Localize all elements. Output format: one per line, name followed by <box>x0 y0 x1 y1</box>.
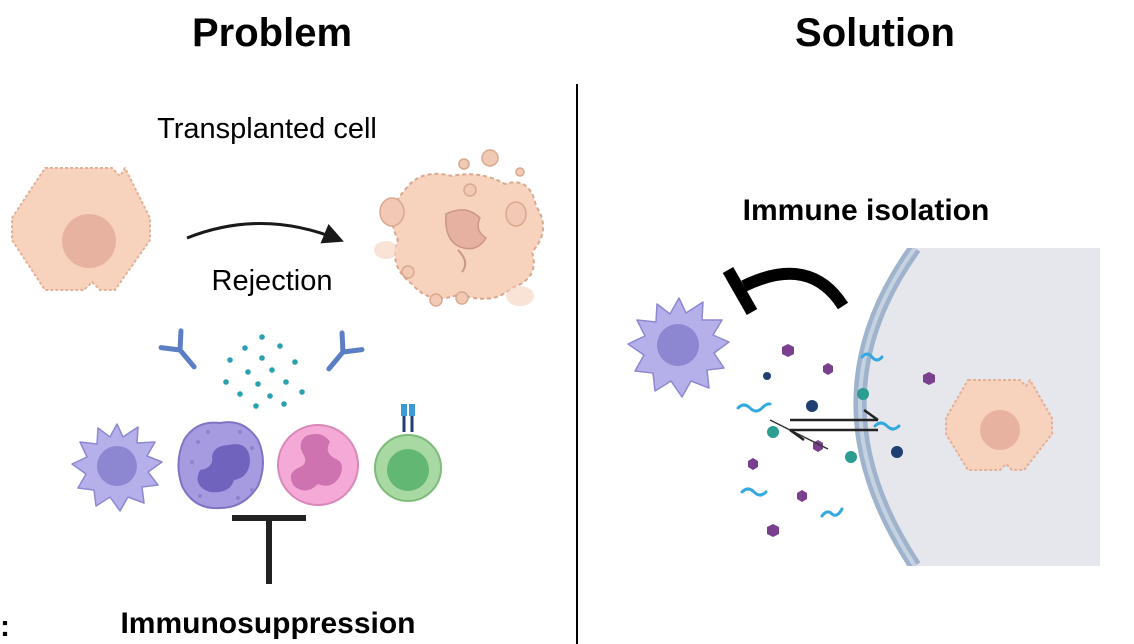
molecule-hexagons <box>748 344 935 537</box>
antibody-icon <box>326 330 365 372</box>
inhibition-symbol-icon <box>232 515 306 584</box>
donor-cell-icon <box>11 167 151 291</box>
t-cell-icon <box>374 404 442 502</box>
transplanted-cell-label: Transplanted cell <box>157 113 377 145</box>
capsule-membrane-icon <box>800 248 1100 566</box>
rejection-arrow <box>186 222 344 244</box>
edge-mark: : <box>0 610 10 643</box>
rejected-cell-icon <box>374 149 544 307</box>
blocking-arrow <box>722 267 849 315</box>
immune-isolation-label: Immune isolation <box>743 194 990 227</box>
dendritic-cell-icon <box>71 423 163 512</box>
neutrophil-icon <box>277 424 359 506</box>
molecule-dots <box>763 372 903 463</box>
solution-heading: Solution <box>795 11 955 55</box>
cytokine-dots-icon <box>223 334 305 409</box>
antibody-icon <box>158 328 197 370</box>
monocyte-icon <box>177 421 264 510</box>
dendritic-cell-icon <box>627 297 730 398</box>
encapsulated-cell-icon <box>945 379 1053 471</box>
equilibrium-arrows-icon <box>789 408 879 442</box>
immunosuppression-label: Immunosuppression <box>120 607 415 640</box>
problem-heading: Problem <box>192 11 352 55</box>
molecule-squiggles <box>736 352 901 518</box>
rejection-label: Rejection <box>212 265 333 297</box>
